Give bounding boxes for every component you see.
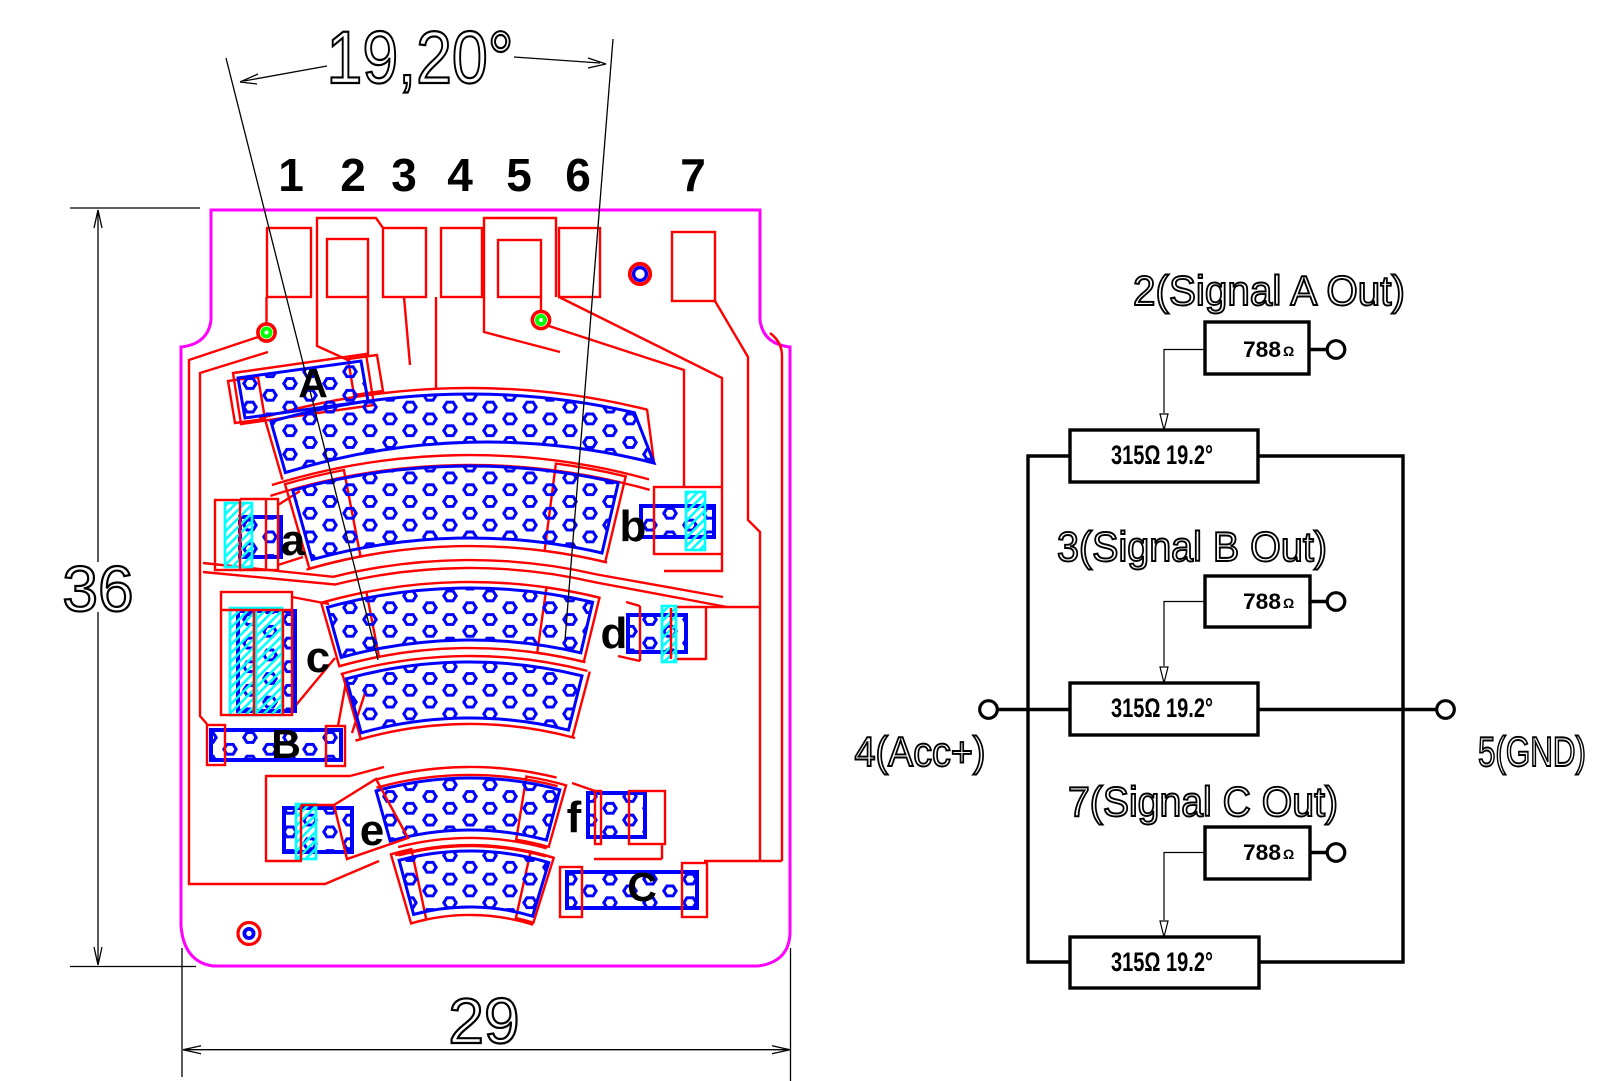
svg-text:6: 6 [565, 149, 591, 201]
svg-text:d: d [601, 609, 628, 658]
svg-text:4(Acc+): 4(Acc+) [855, 728, 986, 775]
svg-text:788: 788 [1243, 840, 1281, 865]
svg-text:788: 788 [1243, 589, 1281, 614]
svg-text:3(Signal B Out): 3(Signal B Out) [1057, 523, 1327, 570]
svg-text:5(GND): 5(GND) [1478, 728, 1586, 775]
svg-text:788: 788 [1243, 337, 1281, 362]
svg-text:315Ω 19.2°: 315Ω 19.2° [1111, 440, 1213, 470]
svg-text:5: 5 [506, 149, 532, 201]
svg-text:e: e [360, 806, 384, 855]
svg-text:315Ω 19.2°: 315Ω 19.2° [1111, 693, 1213, 723]
svg-text:a: a [281, 516, 306, 565]
svg-text:19,20°: 19,20° [327, 16, 514, 99]
svg-text:b: b [620, 502, 647, 551]
svg-text:Ω: Ω [1283, 846, 1294, 862]
svg-text:c: c [306, 633, 330, 682]
svg-text:Ω: Ω [1283, 343, 1294, 359]
svg-text:29: 29 [448, 985, 519, 1057]
svg-text:4: 4 [447, 149, 473, 201]
svg-text:B: B [271, 721, 301, 767]
svg-text:C: C [627, 864, 657, 910]
svg-text:3: 3 [391, 149, 417, 201]
svg-text:315Ω 19.2°: 315Ω 19.2° [1111, 947, 1213, 977]
svg-text:36: 36 [62, 553, 133, 625]
svg-text:Ω: Ω [1283, 595, 1294, 611]
svg-text:7(Signal C Out): 7(Signal C Out) [1068, 778, 1338, 825]
svg-text:2(Signal A Out): 2(Signal A Out) [1133, 267, 1405, 314]
svg-text:2: 2 [340, 149, 366, 201]
svg-text:f: f [567, 793, 582, 842]
svg-text:A: A [298, 360, 328, 406]
svg-text:1: 1 [278, 149, 304, 201]
svg-text:7: 7 [680, 149, 706, 201]
